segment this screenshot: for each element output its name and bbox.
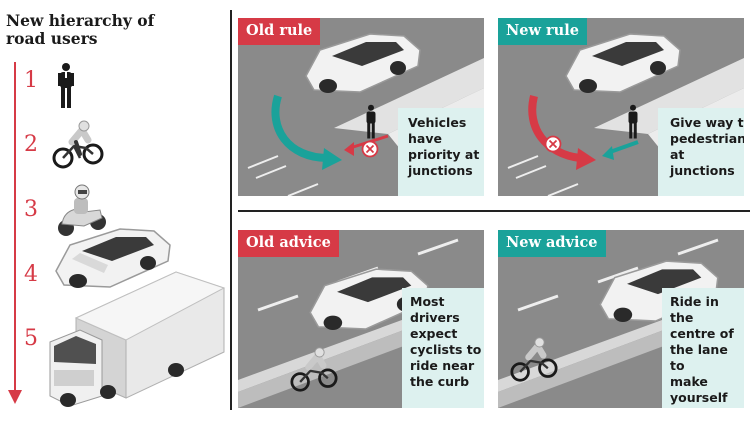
- hierarchy-title-line2: road users: [6, 29, 98, 48]
- old-advice-note: Most drivers expect cyclists to ride nea…: [410, 294, 482, 389]
- panel-old-rule: Vehicles have priority at junctions Old …: [238, 18, 484, 196]
- tag-new-advice: New advice: [498, 230, 606, 257]
- panel-old-advice: Most drivers expect cyclists to ride nea…: [238, 230, 484, 408]
- cyclist-icon: [52, 120, 104, 169]
- lorry-icon: [49, 271, 226, 407]
- rank-4: 4: [24, 262, 38, 287]
- rank-1: 1: [24, 68, 38, 93]
- note-box: [402, 288, 484, 408]
- panel-new-rule: Give way to pedestrians at junctions New…: [498, 18, 744, 196]
- rank-5: 5: [24, 326, 38, 351]
- priority-arrow-head: [8, 390, 22, 404]
- car-icon: [565, 33, 681, 93]
- rank-3: 3: [24, 197, 38, 222]
- note-box: [398, 108, 484, 196]
- pedestrian-icon: [58, 63, 74, 108]
- priority-arrow-shaft: [14, 62, 16, 392]
- motorcyclist-icon: [58, 184, 106, 236]
- tag-old-rule: Old rule: [238, 18, 321, 45]
- pedestrian-icon: [366, 104, 376, 139]
- blocked-icon: [361, 140, 379, 158]
- pedestrian-icon: [628, 104, 638, 139]
- car-icon: [309, 268, 429, 331]
- rank-2: 2: [24, 132, 38, 157]
- car-icon: [55, 228, 171, 288]
- new-rule-note: Give way to pedestrians at junctions: [670, 115, 744, 178]
- vertical-divider: [230, 10, 232, 410]
- car-icon: [305, 33, 421, 93]
- horizontal-divider: [238, 210, 750, 212]
- hierarchy-title-line1: New hierarchy of: [6, 11, 155, 30]
- blocked-icon: [544, 135, 562, 153]
- tag-old-advice: Old advice: [238, 230, 339, 257]
- note-box: [658, 108, 744, 196]
- hierarchy-title: New hierarchy of road users: [6, 12, 206, 48]
- cyclist-icon: [510, 337, 558, 382]
- new-advice-note: Ride in the centre of the lane to make y…: [670, 294, 734, 408]
- tag-new-rule: New rule: [498, 18, 587, 45]
- cyclist-icon: [290, 347, 338, 392]
- old-rule-note: Vehicles have priority at junctions: [408, 115, 480, 178]
- panel-new-advice: Ride in the centre of the lane to make y…: [498, 230, 744, 408]
- note-box: [662, 288, 744, 408]
